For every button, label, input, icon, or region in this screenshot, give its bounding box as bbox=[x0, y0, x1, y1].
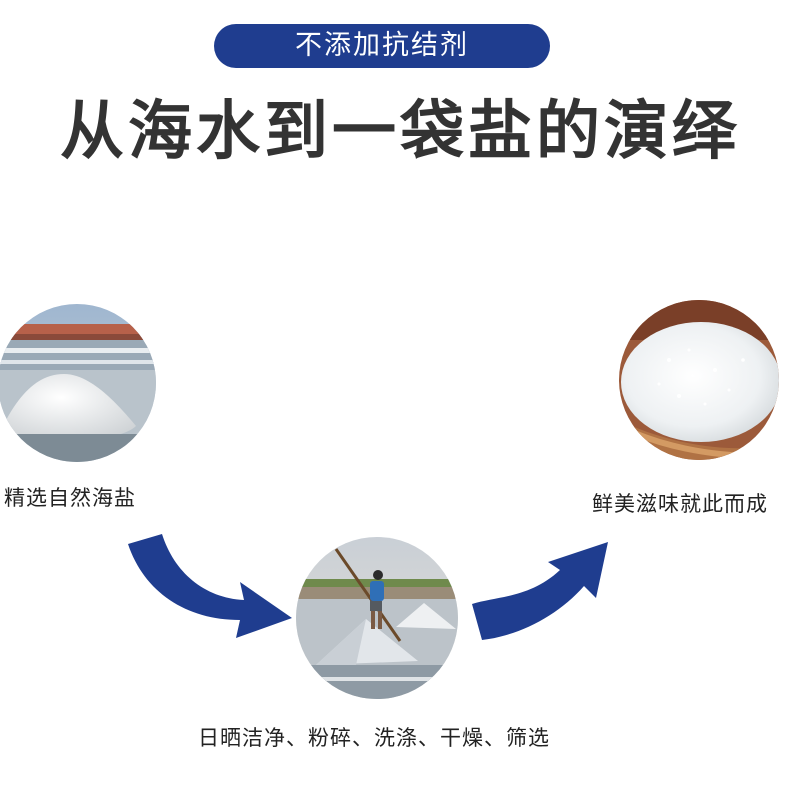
step-2-caption: 日晒洁净、粉碎、洗涤、干燥、筛选 bbox=[198, 726, 550, 750]
salt-worker-photo bbox=[296, 537, 458, 699]
curved-arrow-down-right-icon bbox=[128, 534, 292, 638]
feature-badge: 不添加抗结剂 bbox=[214, 24, 550, 68]
salt-crystals-photo bbox=[619, 300, 779, 460]
curved-arrow-up-right-icon bbox=[472, 542, 608, 640]
sea-salt-pile-photo bbox=[0, 304, 156, 462]
page-title: 从海水到一袋盐的演绎 bbox=[60, 95, 740, 169]
step-1-caption: 精选自然海盐 bbox=[4, 486, 136, 510]
step-3-caption: 鲜美滋味就此而成 bbox=[592, 492, 768, 516]
